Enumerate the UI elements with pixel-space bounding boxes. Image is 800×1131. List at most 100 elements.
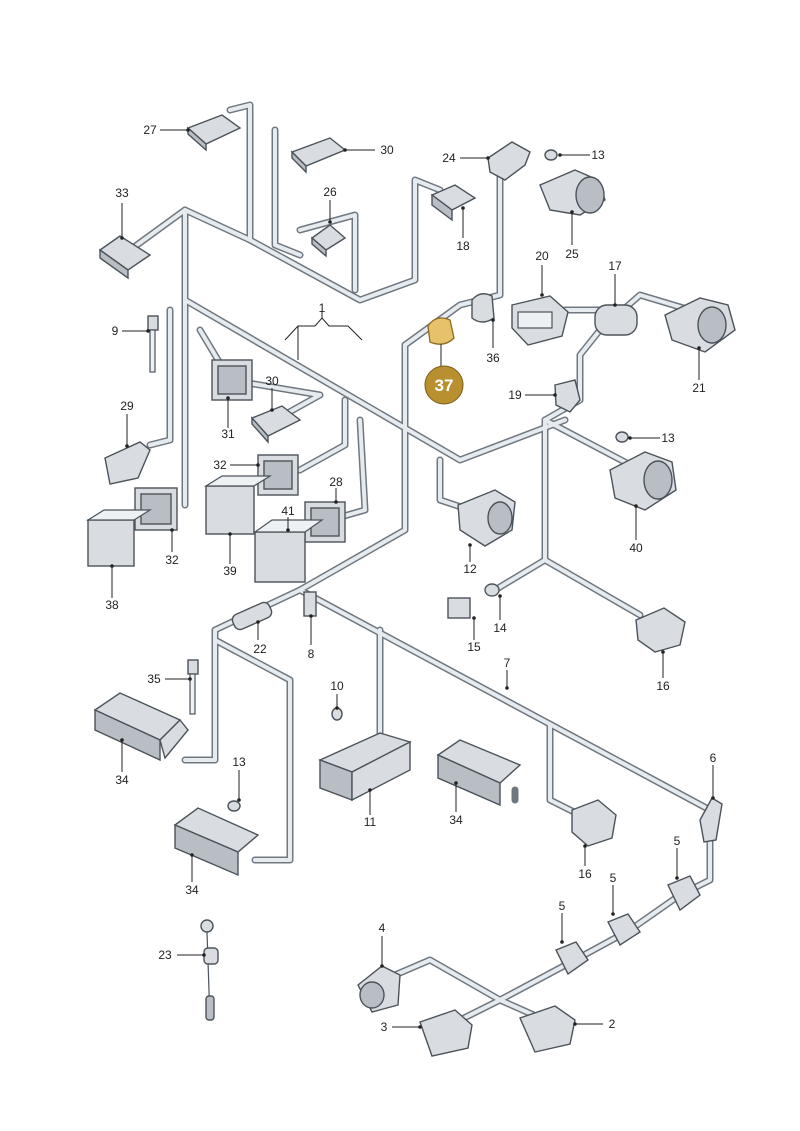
part-9-cable-tie bbox=[147, 315, 159, 373]
callout-34-b: 34 bbox=[449, 813, 463, 827]
part-5-clip-3 bbox=[555, 941, 589, 976]
part-13-cap-3 bbox=[227, 800, 241, 812]
part-12-connector bbox=[457, 489, 516, 547]
part-41-relay bbox=[253, 519, 324, 583]
part-17-relay bbox=[594, 304, 638, 336]
part-8-clip bbox=[303, 591, 317, 617]
part-40-connector bbox=[609, 451, 677, 511]
callout-32-a: 32 bbox=[213, 458, 227, 472]
part-14-plug bbox=[484, 583, 500, 597]
callout-25: 25 bbox=[565, 247, 579, 261]
highlight-badge-37[interactable]: 37 bbox=[424, 365, 464, 405]
callout-19: 19 bbox=[508, 388, 522, 402]
callout-6: 6 bbox=[710, 751, 717, 765]
callout-leaders bbox=[110, 128, 715, 1029]
part-3-connector bbox=[419, 1009, 473, 1057]
callout-5-a: 5 bbox=[674, 834, 681, 848]
part-5-clip bbox=[667, 875, 701, 912]
callout-32-b: 32 bbox=[165, 553, 179, 567]
callout-35: 35 bbox=[147, 672, 161, 686]
part-29-bracket bbox=[104, 441, 151, 485]
callout-33: 33 bbox=[115, 186, 129, 200]
part-36-clip bbox=[471, 293, 495, 323]
part-34-connector bbox=[93, 692, 189, 762]
callout-8: 8 bbox=[308, 647, 315, 661]
callout-28: 28 bbox=[329, 475, 343, 489]
callout-14: 14 bbox=[493, 621, 507, 635]
part-32-relay-socket bbox=[257, 454, 299, 496]
part-20-connector bbox=[511, 295, 569, 346]
part-6-sleeve bbox=[699, 797, 723, 843]
callout-5-b: 5 bbox=[610, 871, 617, 885]
part-27-connector bbox=[186, 114, 242, 152]
part-33-connector bbox=[98, 235, 152, 280]
part-25-connector bbox=[539, 169, 606, 216]
callout-22: 22 bbox=[253, 642, 267, 656]
callout-4: 4 bbox=[379, 921, 386, 935]
callout-36: 36 bbox=[486, 351, 500, 365]
part-39-relay bbox=[203, 475, 273, 535]
callout-9: 9 bbox=[112, 324, 119, 338]
callout-23: 23 bbox=[158, 948, 172, 962]
callout-30-a: 30 bbox=[380, 143, 394, 157]
part-13-cap bbox=[544, 149, 558, 161]
callout-39: 39 bbox=[223, 564, 237, 578]
callout-34-a: 34 bbox=[115, 773, 129, 787]
callout-1: 1 bbox=[319, 301, 326, 315]
callout-21: 21 bbox=[692, 381, 706, 395]
callout-10: 10 bbox=[330, 679, 344, 693]
part-32-relay-socket-2 bbox=[134, 487, 178, 531]
callout-labels: 1 2 3 4 5 5 5 6 7 8 9 10 11 12 13 13 13 … bbox=[105, 123, 716, 1034]
part-4-connector bbox=[357, 965, 401, 1013]
part-31-relay-socket bbox=[211, 359, 253, 401]
part-22-sleeve bbox=[231, 601, 273, 631]
part-15-sensor bbox=[447, 597, 471, 619]
callout-20: 20 bbox=[535, 249, 549, 263]
part-16-connector-2 bbox=[571, 799, 617, 847]
part-35-cable-tie bbox=[187, 659, 199, 715]
callout-7: 7 bbox=[504, 656, 511, 670]
harness-wires bbox=[126, 101, 714, 1024]
callout-3: 3 bbox=[381, 1020, 388, 1034]
part-19-bracket bbox=[554, 379, 581, 413]
harness-components bbox=[85, 114, 736, 1057]
callout-38: 38 bbox=[105, 598, 119, 612]
callout-24: 24 bbox=[442, 151, 456, 165]
callout-11: 11 bbox=[364, 815, 377, 829]
callout-34-c: 34 bbox=[185, 883, 199, 897]
part-13-cap-2 bbox=[615, 431, 629, 443]
callout-16-b: 16 bbox=[578, 867, 592, 881]
callout-41: 41 bbox=[281, 504, 295, 518]
callout-29: 29 bbox=[120, 399, 134, 413]
part-24-sleeve bbox=[487, 141, 531, 181]
badge-37-text: 37 bbox=[435, 376, 454, 395]
callout-2: 2 bbox=[609, 1017, 616, 1031]
callout-17: 17 bbox=[608, 259, 622, 273]
callout-16-a: 16 bbox=[656, 679, 670, 693]
callout-27: 27 bbox=[143, 123, 157, 137]
part-26-clip bbox=[310, 224, 347, 258]
part-5-clip-2 bbox=[607, 913, 641, 947]
part-37-clip-highlighted bbox=[427, 317, 455, 345]
callout-13-c: 13 bbox=[232, 755, 246, 769]
part-34-connector-2 bbox=[436, 739, 522, 807]
callout-13-b: 13 bbox=[661, 431, 675, 445]
callout-40: 40 bbox=[629, 541, 643, 555]
part-2-connector bbox=[519, 1005, 576, 1053]
part-16-connector bbox=[635, 607, 686, 653]
harness-wires-inner bbox=[128, 103, 712, 1022]
label-1-bracket bbox=[284, 312, 363, 360]
part-11-connector bbox=[318, 732, 412, 802]
part-21-connector bbox=[664, 297, 736, 353]
callout-26: 26 bbox=[323, 185, 337, 199]
callout-15: 15 bbox=[467, 640, 481, 654]
callout-13-a: 13 bbox=[591, 148, 605, 162]
part-18-connector bbox=[430, 184, 477, 222]
callout-12: 12 bbox=[463, 562, 477, 576]
callout-18: 18 bbox=[456, 239, 470, 253]
callout-31: 31 bbox=[221, 427, 235, 441]
part-23-earth-strap bbox=[200, 919, 219, 1021]
part-30-connector bbox=[290, 137, 347, 174]
part-34-connector-3 bbox=[173, 807, 260, 877]
